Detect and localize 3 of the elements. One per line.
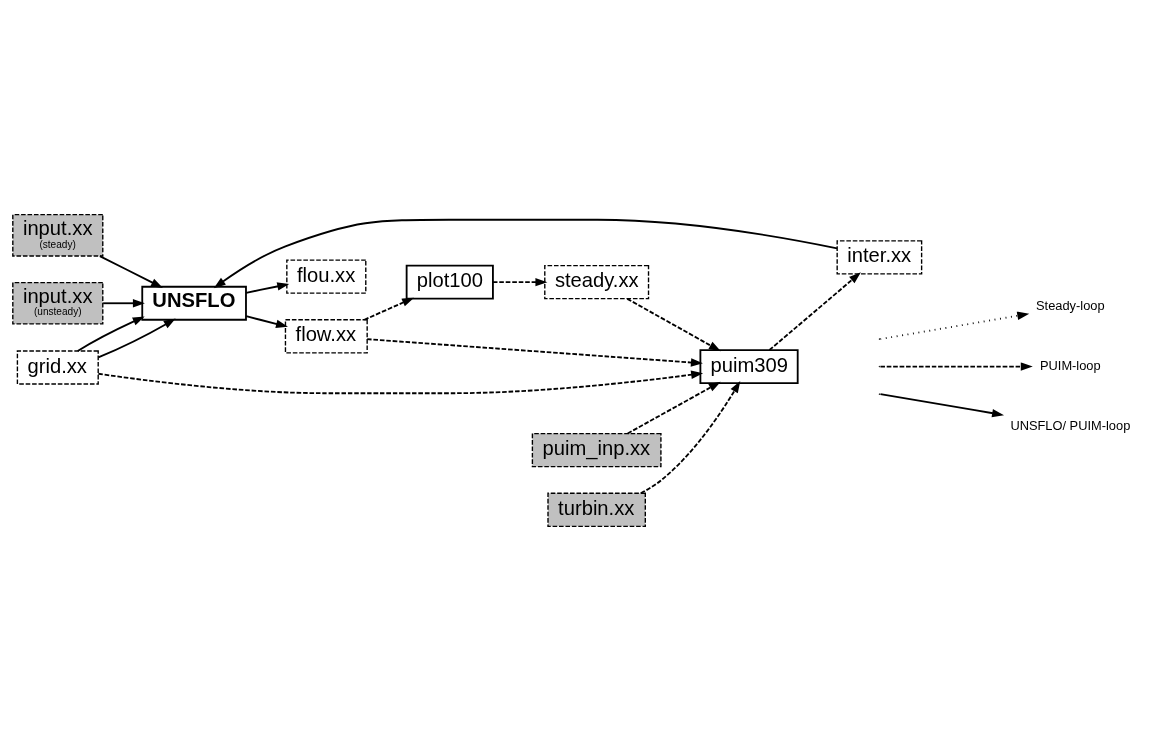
legend-label: UNSFLO/ PUIM-loop <box>1010 417 1131 433</box>
legend-label: PUIM-loop <box>1040 357 1101 373</box>
legend-label: Steady-loop <box>1036 297 1105 313</box>
